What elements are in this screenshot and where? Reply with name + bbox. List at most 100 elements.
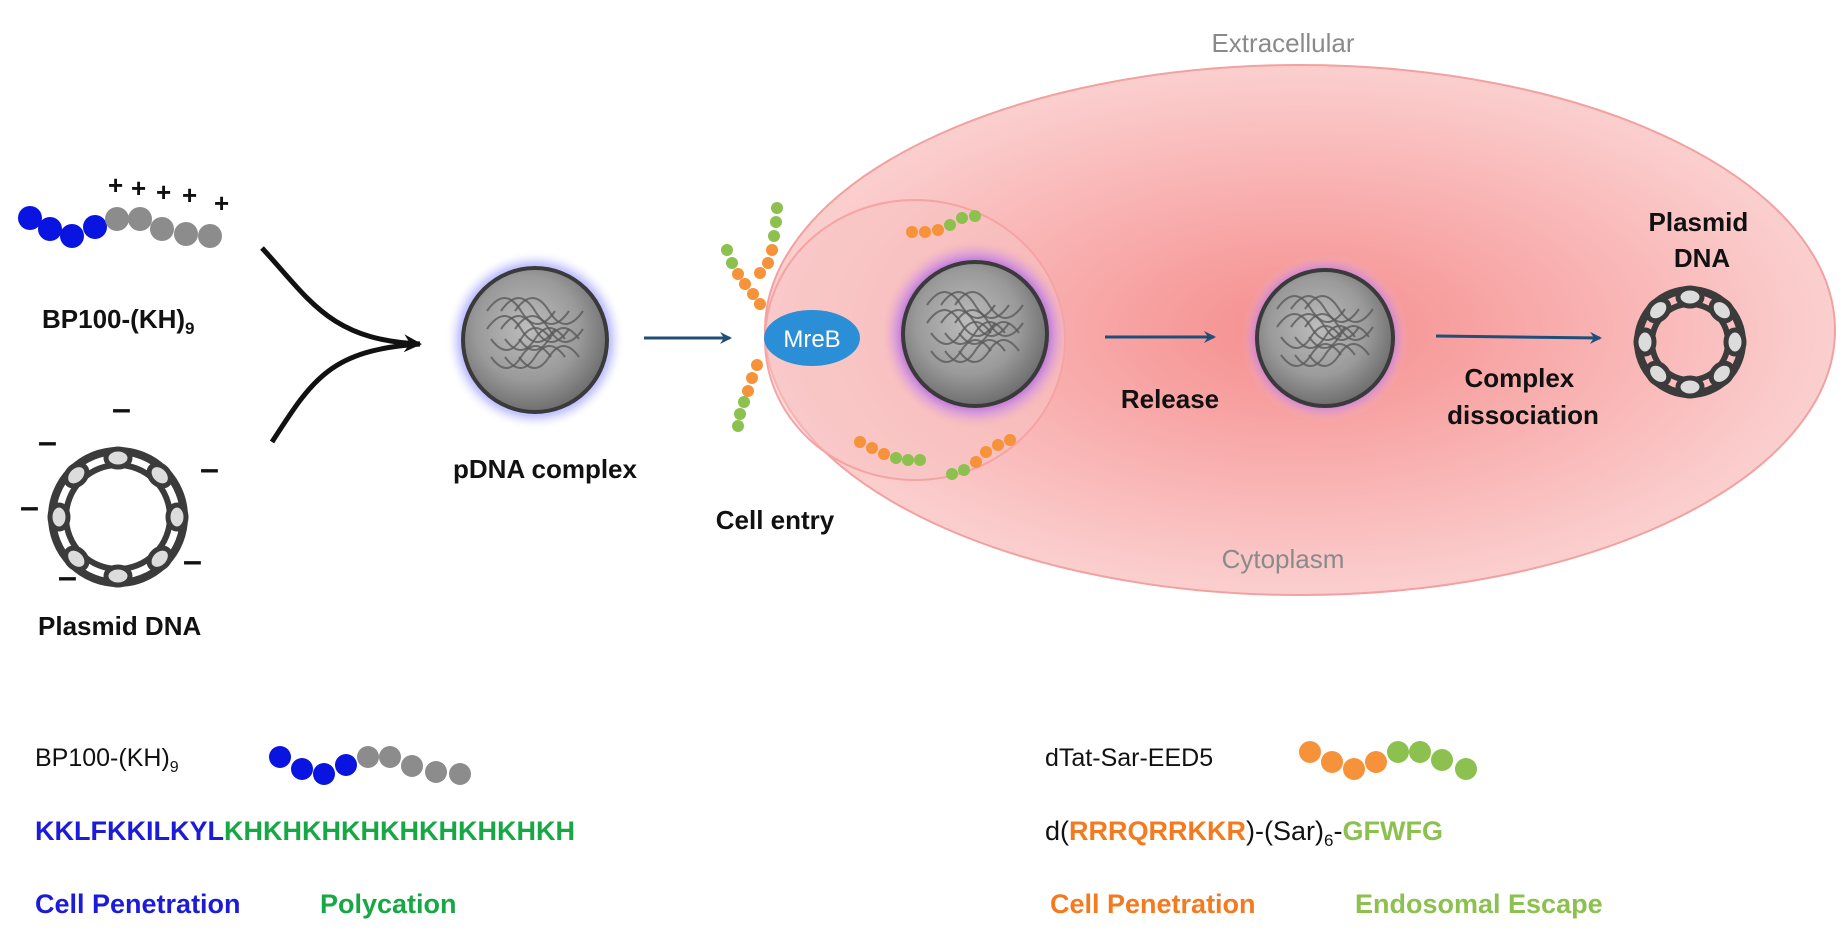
positive-charges: + + + + + [108, 170, 229, 218]
negative-charges: – – – – – – [20, 390, 219, 596]
svg-text:–: – [58, 558, 77, 596]
peptide-bead [906, 226, 918, 238]
legend-dtat-sequence: d(RRRQRRKKR)-(Sar)6-GFWFG [1045, 816, 1443, 850]
peptide-bead [721, 244, 733, 256]
peptide-bead [866, 442, 878, 454]
peptide-bead [762, 257, 774, 269]
endosome-complex-icon [881, 240, 1069, 428]
svg-text:+: + [214, 188, 229, 218]
pdna-complex-label: pDNA complex [453, 454, 637, 484]
peptide-bead [747, 288, 759, 300]
legend-dtat-icon [1299, 741, 1477, 780]
dissociation-arrow [1435, 331, 1602, 344]
peptide-bead [742, 385, 754, 397]
dna-base-pair [1708, 297, 1735, 324]
complex-dissociation-label: Complex dissociation [1447, 363, 1599, 430]
svg-text:+: + [108, 170, 123, 200]
svg-text:+: + [156, 177, 171, 207]
peptide-bead [932, 224, 944, 236]
mreb-label: MreB [783, 326, 840, 353]
peptide-bead [946, 468, 958, 480]
peptide-bead [766, 244, 778, 256]
peptide-bead [738, 396, 750, 408]
dna-tangle-strand [1304, 313, 1374, 367]
membrane-peptides [721, 202, 1016, 480]
peptide-bead [768, 230, 780, 242]
legend-dtat-func-escape: Endosomal Escape [1355, 889, 1603, 919]
peptide-bead [919, 226, 931, 238]
peptide-bead [914, 454, 926, 466]
extracellular-label: Extracellular [1211, 28, 1354, 58]
peptide-bead [878, 448, 890, 460]
peptide-bead [890, 452, 902, 464]
peptide-bead [1004, 434, 1016, 446]
cytoplasm-label: Cytoplasm [1222, 544, 1345, 574]
svg-text:–: – [38, 423, 57, 461]
merge-arrow-bottom [269, 341, 421, 444]
bp100-peptide-icon [18, 206, 222, 248]
legend-bp100-func-cp: Cell Penetration [35, 889, 241, 919]
svg-text:+: + [182, 180, 197, 210]
svg-text:–: – [200, 450, 219, 488]
dna-base-pair [1633, 327, 1657, 357]
dna-base-pair [63, 545, 90, 572]
dna-base-pair [47, 502, 71, 532]
peptide-bead [754, 267, 766, 279]
dna-base-pair [1675, 375, 1705, 399]
dna-base-pair [1708, 360, 1735, 387]
plasmid-dna-icon-right [1633, 285, 1747, 399]
peptide-bead [902, 454, 914, 466]
peptide-bead [854, 436, 866, 448]
legend-bp100-name: BP100-(KH)9 [35, 744, 179, 776]
dna-base-pair [1675, 285, 1705, 309]
peptide-bead [726, 257, 738, 269]
peptide-bead [770, 216, 782, 228]
plasmid-dna-icon-left [47, 446, 189, 588]
peptide-bead [734, 408, 746, 420]
dna-base-pair [103, 564, 133, 588]
dna-base-pair [63, 462, 90, 489]
pdna-complex-icon [445, 250, 625, 430]
peptide-bead [944, 219, 956, 231]
plasmid-dna-label-left: Plasmid DNA [38, 611, 201, 641]
mreb-protein [764, 310, 860, 366]
cell-entry-label: Cell entry [716, 505, 835, 535]
svg-text:–: – [112, 390, 131, 428]
svg-text:+: + [131, 173, 146, 203]
merge-arrow-top [260, 246, 422, 353]
svg-text:–: – [183, 542, 202, 580]
legend-dtat-name: dTat-Sar-EED5 [1045, 744, 1213, 772]
release-label: Release [1121, 384, 1219, 414]
peptide-bead [739, 278, 751, 290]
dna-base-pair [165, 502, 189, 532]
legend-bp100-sequence: KKLFKKILKYLKHKHKHKHKHKHKHKHKH [35, 816, 575, 846]
peptide-bead [969, 210, 981, 222]
bp100-label: BP100-(KH)9 [42, 304, 195, 338]
dna-base-pair [1723, 327, 1747, 357]
dna-base-pair [146, 462, 173, 489]
peptide-bead [992, 439, 1004, 451]
peptide-bead [956, 212, 968, 224]
dna-tangle-strand [954, 309, 1024, 363]
dna-base-pair [1645, 297, 1672, 324]
dna-base-pair [103, 446, 133, 470]
svg-text:–: – [20, 488, 39, 526]
dna-base-pair [1645, 360, 1672, 387]
legend-bp100-icon [269, 746, 471, 785]
released-complex-icon [1241, 254, 1409, 422]
peptide-bead [771, 202, 783, 214]
peptide-bead [732, 420, 744, 432]
dna-tangle-strand [514, 315, 584, 369]
legend-dtat-func-cp: Cell Penetration [1050, 889, 1256, 919]
peptide-bead [754, 298, 766, 310]
legend-bp100-func-poly: Polycation [320, 889, 457, 919]
peptide-bead [751, 359, 763, 371]
peptide-bead [958, 464, 970, 476]
dna-base-pair [146, 545, 173, 572]
peptide-bead [732, 268, 744, 280]
plasmid-dna-label-right: Plasmid DNA [1649, 207, 1756, 273]
peptide-bead [746, 372, 758, 384]
peptide-bead [980, 446, 992, 458]
peptide-bead [970, 456, 982, 468]
